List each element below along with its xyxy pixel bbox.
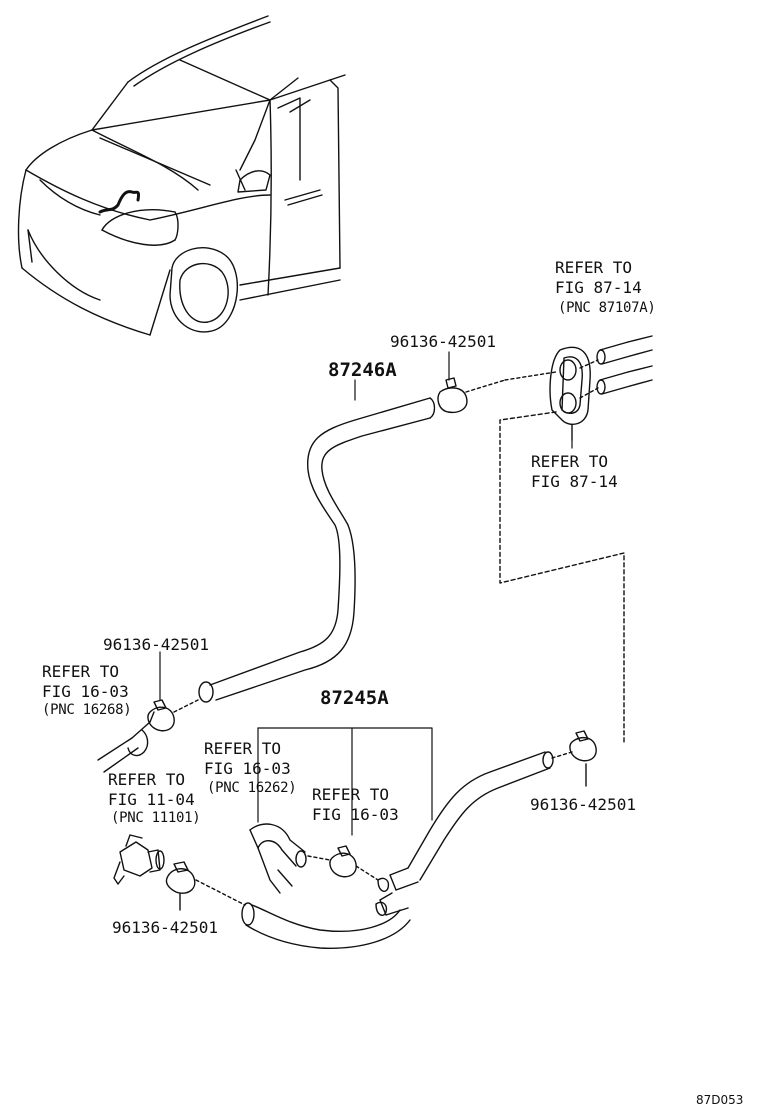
hose-87245A-drawing [241, 751, 554, 949]
refer-e-line1: REFER TO [204, 739, 282, 758]
part-number-clamp-right-lower[interactable]: 96136-42501 [530, 795, 636, 814]
refer-f-line1: REFER TO [312, 785, 390, 804]
refer-d-line2: FIG 11-04 [108, 790, 195, 809]
clamp-right-lower-drawing [551, 730, 597, 787]
short-hose-drawing [249, 823, 331, 894]
refer-c-line3: (PNC 16268) [42, 702, 132, 718]
hose-87246A-drawing [198, 397, 436, 703]
part-number-hose-87245A[interactable]: 87245A [320, 687, 389, 709]
refer-c-line1: REFER TO [42, 662, 120, 681]
part-number-clamp-top[interactable]: 96136-42501 [390, 332, 496, 351]
refer-f-line2: FIG 16-03 [312, 805, 399, 824]
check-valve-drawing [499, 335, 653, 743]
clamp-mid-drawing [329, 845, 379, 881]
refer-c-line2: FIG 16-03 [42, 682, 129, 701]
refer-a-line3: (PNC 87107A) [558, 300, 656, 316]
refer-a-line1: REFER TO [555, 258, 633, 277]
leader-lines [159, 351, 573, 836]
fitting-bottom-left-drawing [113, 834, 246, 911]
clamp-left-mid-drawing [97, 699, 199, 773]
refer-e-line2: FIG 16-03 [204, 759, 291, 778]
refer-b-line1: REFER TO [531, 452, 609, 471]
vehicle-illustration [17, 15, 346, 336]
refer-d-line1: REFER TO [108, 770, 186, 789]
diagram-code: 87D053 [696, 1093, 744, 1107]
part-number-hose-87246A[interactable]: 87246A [328, 359, 397, 381]
clamp-top-drawing [437, 377, 506, 414]
part-number-clamp-left-mid[interactable]: 96136-42501 [103, 635, 209, 654]
refer-a-line2: FIG 87-14 [555, 278, 642, 297]
refer-e-line3: (PNC 16262) [207, 780, 297, 796]
part-number-clamp-bottom-left[interactable]: 96136-42501 [112, 918, 218, 937]
refer-b-line2: FIG 87-14 [531, 472, 618, 491]
refer-d-line3: (PNC 11101) [111, 810, 201, 826]
